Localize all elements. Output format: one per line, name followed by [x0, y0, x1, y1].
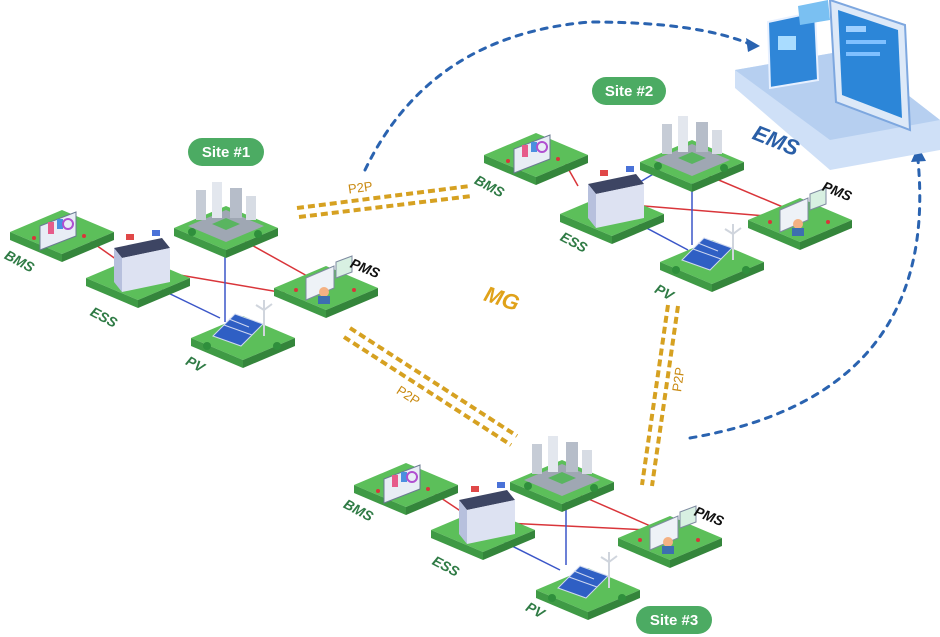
site-1-badge: Site #1 — [188, 138, 264, 166]
site3-city — [510, 436, 614, 512]
ems-arrowheads — [746, 38, 926, 162]
ems-link-site3 — [688, 158, 922, 440]
site2-pv — [660, 224, 764, 292]
site3-pv — [536, 552, 640, 620]
ems-workstation — [735, 0, 940, 170]
site1-city — [174, 182, 278, 258]
site1-pv — [191, 300, 295, 368]
ems-links — [363, 20, 922, 440]
p2p-links — [296, 184, 680, 487]
site2-city — [640, 116, 744, 192]
site-3-badge: Site #3 — [636, 606, 712, 634]
site-2-badge: Site #2 — [592, 77, 666, 105]
